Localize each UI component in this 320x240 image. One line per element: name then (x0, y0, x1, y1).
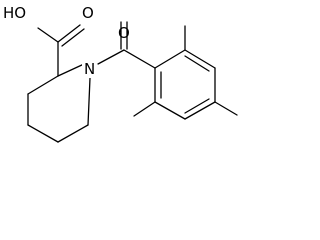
bond-c5-c6 (57, 124, 89, 143)
acid-carbonyl-oxygen-label: O (82, 4, 94, 22)
bond-c-o-double-a (57, 24, 81, 43)
bond-ar2-ar3 (184, 49, 216, 69)
carboxylic-acid-group (37, 24, 85, 77)
structure-diagram: HO O O N (3, 4, 238, 143)
amide-carbonyl-oxygen-label: O (118, 24, 130, 42)
mesityl-ring (154, 49, 216, 120)
bond-c2-c3 (27, 75, 59, 95)
bond-n-c2 (57, 63, 85, 77)
nitrogen-label-bg (82, 60, 96, 78)
aromatic-double-bond-2 (184, 98, 210, 114)
bond-c-oh (37, 27, 59, 43)
bond-ar5-ar6 (154, 101, 186, 120)
hydroxyl-label: HO (3, 4, 26, 22)
bond-camide-aryl (123, 49, 156, 69)
bond-c6-n (87, 77, 91, 126)
aromatic-double-bond-1 (184, 55, 210, 72)
bond-n-camide (97, 49, 125, 65)
bond-ar1-ar2 (154, 49, 186, 69)
bond-c-o-double-b (61, 28, 85, 47)
methyl-groups (133, 25, 238, 117)
amide-group (97, 21, 156, 69)
bond-c4-c5 (27, 124, 59, 143)
piperidine-ring (27, 63, 91, 143)
nitrogen-label: N (84, 60, 95, 78)
bond-ar4-ar5 (184, 101, 216, 120)
methyl-bond-bottom-left (133, 101, 156, 117)
methyl-bond-right (214, 101, 238, 116)
